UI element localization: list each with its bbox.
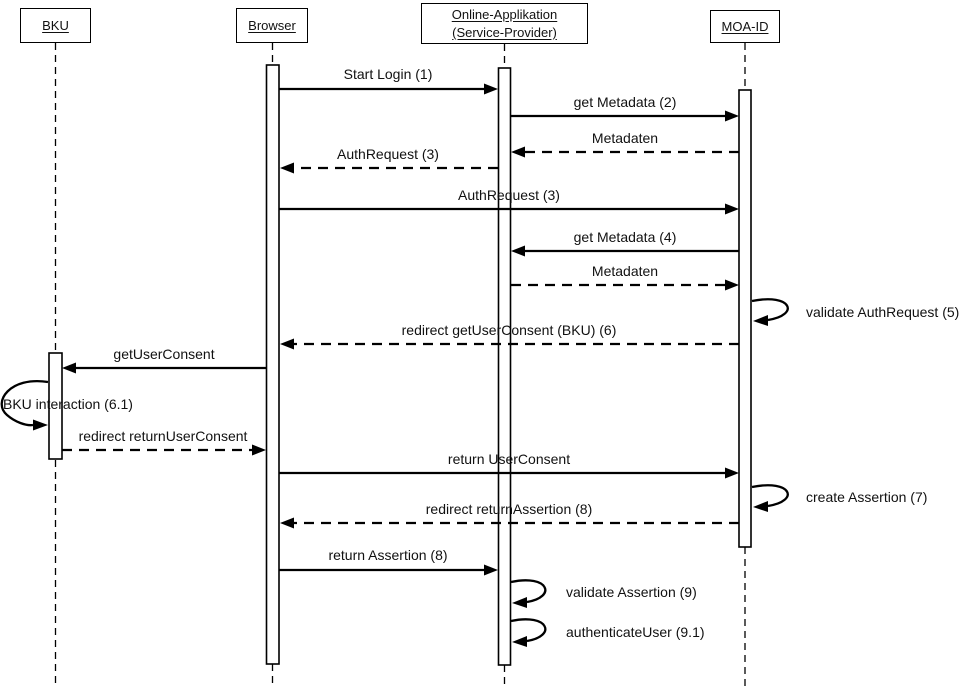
arrow-authrequest-to-browser xyxy=(280,162,498,174)
arrow-return-assertion xyxy=(279,564,498,576)
message-label-get-metadata-4: get Metadata (4) xyxy=(573,229,677,245)
arrow-redirect-returnassertion xyxy=(280,517,739,529)
arrow-authenticateuser-loop xyxy=(510,618,547,647)
arrow-redirect-returnuserconsent xyxy=(62,444,266,456)
arrow-bku-interaction-loop xyxy=(0,379,49,431)
arrow-validate-authrequest-loop xyxy=(751,298,789,326)
message-label-create-assertion: create Assertion (7) xyxy=(806,489,928,505)
message-label-get-metadata-2: get Metadata (2) xyxy=(573,94,677,110)
message-label-metadaten-2: Metadaten xyxy=(591,263,659,279)
actor-label-moa-id: MOA-ID xyxy=(721,18,769,34)
arrow-metadaten-1 xyxy=(511,146,739,158)
arrow-metadaten-2 xyxy=(511,279,739,291)
arrow-return-userconsent xyxy=(279,467,739,479)
message-arrows xyxy=(0,83,789,647)
message-label-redirect-returnuserconsent: redirect returnUserConsent xyxy=(78,428,248,444)
message-label-start-login: Start Login (1) xyxy=(343,66,433,82)
arrow-authrequest-to-moa xyxy=(279,203,739,215)
actor-box-online-app: Online-Applikation (Service-Provider) xyxy=(421,3,588,44)
arrow-start-login xyxy=(279,83,498,95)
message-label-redirect-returnassertion: redirect returnAssertion (8) xyxy=(425,501,593,517)
arrow-getuserconsent xyxy=(62,362,266,374)
actor-label-browser: Browser xyxy=(248,17,296,33)
activation-bar-bku xyxy=(48,352,63,460)
actor-box-moa-id: MOA-ID xyxy=(710,10,780,43)
message-label-authrequest-moa: AuthRequest (3) xyxy=(458,187,560,203)
activation-bar-moa-id xyxy=(738,89,752,548)
message-label-authrequest-browser: AuthRequest (3) xyxy=(337,146,439,162)
arrow-get-metadata-2 xyxy=(511,110,739,122)
message-label-validate-authrequest: validate AuthRequest (5) xyxy=(806,304,960,320)
actor-box-browser: Browser xyxy=(236,8,308,43)
message-label-authenticateuser: authenticateUser (9.1) xyxy=(566,624,705,640)
message-label-getuserconsent: getUserConsent xyxy=(113,346,215,362)
activation-bars xyxy=(48,64,752,666)
message-label-metadaten-1: Metadaten xyxy=(591,130,659,146)
message-label-validate-assertion: validate Assertion (9) xyxy=(566,584,697,600)
arrow-redirect-getuserconsent xyxy=(280,338,739,350)
message-label-bku-interaction: BKU interaction (6.1) xyxy=(3,396,133,412)
lifelines xyxy=(54,43,746,687)
arrow-create-assertion-loop xyxy=(751,484,789,512)
message-label-redirect-getuserconsent: redirect getUserConsent (BKU) (6) xyxy=(401,322,617,338)
actor-box-bku: BKU xyxy=(20,8,91,43)
actor-label-bku: BKU xyxy=(42,17,69,33)
arrow-validate-assertion-loop xyxy=(510,579,547,608)
arrow-get-metadata-4 xyxy=(511,245,739,257)
actor-label-online-app: Online-Applikation (Service-Provider) xyxy=(451,6,558,40)
message-label-return-userconsent: return UserConsent xyxy=(447,451,571,467)
message-label-return-assertion: return Assertion (8) xyxy=(328,547,448,563)
activation-bar-browser xyxy=(265,64,280,665)
activation-bar-online-app xyxy=(497,67,512,666)
